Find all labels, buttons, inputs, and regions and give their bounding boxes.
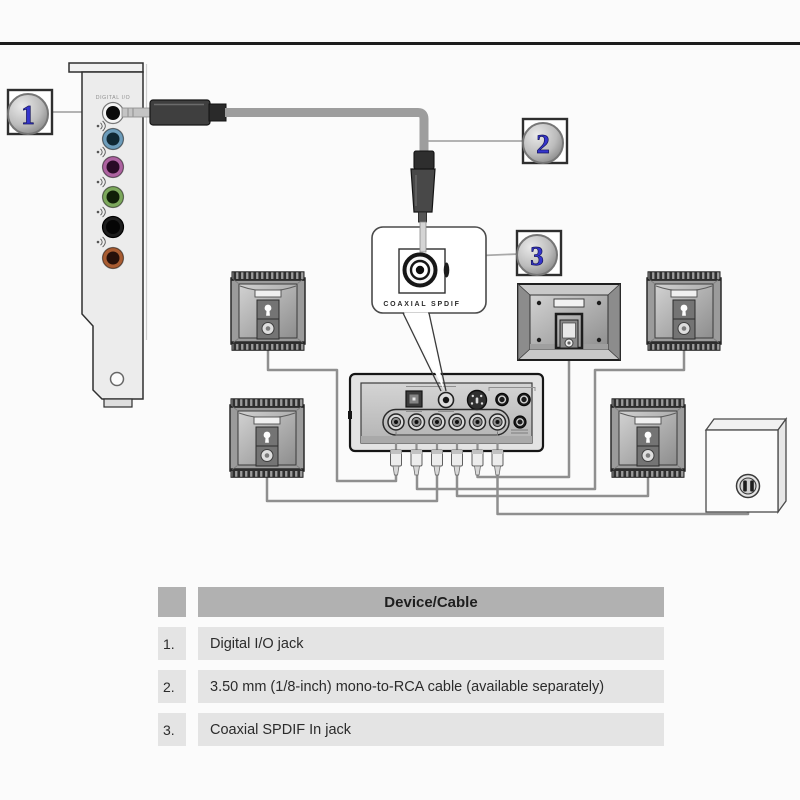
row-number: 2. bbox=[158, 670, 186, 703]
row-text: Digital I/O jack bbox=[198, 627, 664, 660]
port-icon bbox=[96, 176, 106, 188]
line-out-2-jack bbox=[101, 215, 125, 239]
subwoofer bbox=[704, 417, 788, 514]
callout-3-number: 3 bbox=[530, 241, 544, 271]
rca-input-jacks bbox=[387, 413, 507, 431]
din-port bbox=[466, 389, 488, 411]
speaker-top-right bbox=[647, 272, 721, 351]
subwoofer-jack bbox=[513, 415, 527, 429]
top-rule bbox=[0, 42, 800, 45]
table-row: 2. 3.50 mm (1/8-inch) mono-to-RCA cable … bbox=[158, 670, 664, 703]
callout-2-number: 2 bbox=[536, 129, 550, 159]
rca-plug bbox=[390, 443, 402, 476]
port-icon bbox=[96, 146, 106, 158]
port-icon bbox=[96, 206, 106, 218]
port-icon bbox=[96, 236, 106, 248]
rca-plug bbox=[451, 443, 463, 476]
callout-2: 2 bbox=[521, 117, 569, 165]
speaker-right bbox=[611, 399, 685, 478]
subwoofer-connector bbox=[735, 473, 761, 499]
mic-jack bbox=[101, 155, 125, 179]
line-out-1-jack bbox=[101, 185, 125, 209]
bracket-screw-hole bbox=[109, 371, 125, 387]
callout-1-number: 1 bbox=[21, 100, 35, 130]
line-out-3-jack bbox=[101, 246, 125, 270]
digital-io-jack bbox=[101, 101, 125, 125]
row-text: Coaxial SPDIF In jack bbox=[198, 713, 664, 746]
bracket-label: DIGITAL I/O bbox=[96, 95, 131, 101]
rca-plug bbox=[491, 443, 504, 476]
row-text: 3.50 mm (1/8-inch) mono-to-RCA cable (av… bbox=[198, 670, 664, 703]
cable-run bbox=[225, 108, 429, 153]
bubble-pointer bbox=[402, 312, 447, 392]
row-number: 1. bbox=[158, 627, 186, 660]
sound-card-bracket: DIGITAL I/O bbox=[68, 62, 148, 408]
amp-cable-plugs bbox=[390, 443, 504, 476]
table-header-number-cell bbox=[158, 587, 186, 617]
device-cable-table: Device/Cable 1. Digital I/O jack 2. 3.50… bbox=[158, 587, 664, 746]
speaker-top-left bbox=[231, 272, 305, 351]
center-speaker bbox=[518, 284, 620, 360]
rca-plug bbox=[410, 443, 423, 476]
line-in-jack bbox=[101, 127, 125, 151]
connection-diagram: DIGITAL I/O bbox=[6, 62, 788, 516]
amplifier-back-panel bbox=[348, 372, 545, 453]
coaxial-in-port bbox=[437, 391, 455, 409]
cable-front-left bbox=[266, 330, 398, 483]
speaker-bottom-left bbox=[230, 399, 304, 478]
rca-plug bbox=[431, 443, 443, 476]
optical-in-port bbox=[405, 390, 423, 408]
aux-jack bbox=[495, 392, 509, 407]
panel-microtext-bottom bbox=[395, 429, 528, 436]
mini-plug bbox=[121, 99, 227, 126]
coaxial-spdif-bubble: COAXIAL SPDIF bbox=[371, 226, 487, 314]
table-row: 3. Coaxial SPDIF In jack bbox=[158, 713, 664, 746]
mono-to-rca-cable bbox=[121, 99, 436, 253]
table-header-title: Device/Cable bbox=[198, 587, 664, 617]
rca-plug bbox=[471, 443, 484, 476]
table-row: 1. Digital I/O jack bbox=[158, 627, 664, 660]
bubble-label: COAXIAL SPDIF bbox=[383, 301, 460, 308]
phones-jack bbox=[517, 392, 531, 407]
port-icon bbox=[96, 120, 106, 132]
cable-top-right bbox=[415, 330, 686, 491]
rca-plug bbox=[410, 150, 436, 253]
row-number: 3. bbox=[158, 713, 186, 746]
coaxial-spdif-in-jack bbox=[402, 252, 450, 288]
callout-3: 3 bbox=[515, 229, 563, 277]
table-header-row: Device/Cable bbox=[158, 587, 664, 617]
panel-microtext bbox=[406, 386, 536, 412]
callout-1: 1 bbox=[6, 88, 54, 136]
